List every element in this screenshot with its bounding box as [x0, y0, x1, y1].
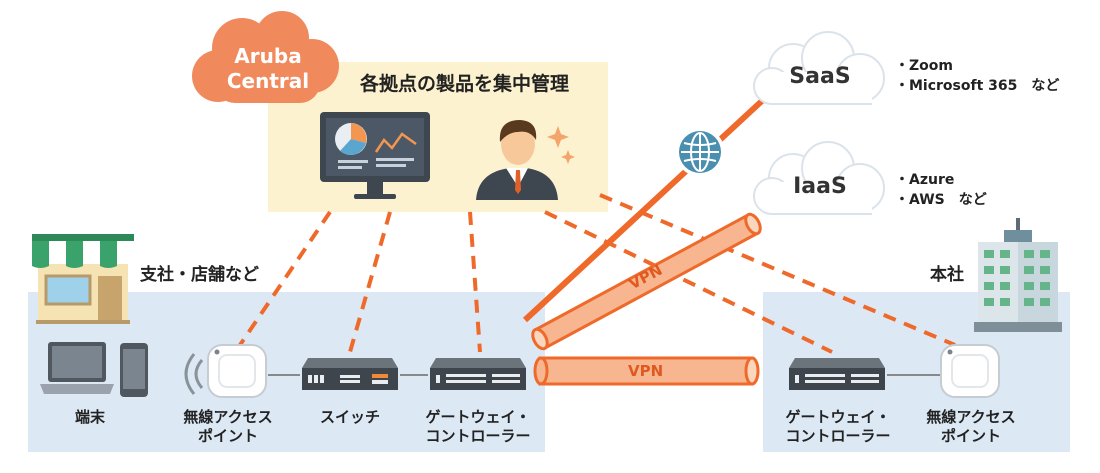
shop-icon — [32, 234, 134, 324]
mgmt-line-branch-gw — [468, 211, 482, 353]
hq-ap-line2: ポイント — [940, 427, 1001, 445]
aruba-central-cloud-icon — [192, 11, 339, 103]
aruba-central-label: Aruba Central — [213, 44, 323, 94]
iaas-bullet: ・AWS など — [895, 192, 987, 208]
hq-access-point-icon — [940, 344, 1000, 398]
mgmt-line-ap — [238, 210, 332, 347]
mgmt-line-hq-gw — [544, 210, 833, 354]
laptop-icon — [40, 342, 114, 394]
branch-gw-line2: コントローラー — [425, 427, 531, 445]
hq-ap-label: 無線アクセス ポイント — [908, 408, 1034, 446]
branch-ap-line2: ポイント — [197, 427, 258, 445]
iaas-bullet: ・Azure — [895, 172, 955, 188]
branch-gateway-icon — [430, 358, 526, 390]
aruba-line1: Aruba — [234, 44, 302, 68]
iaas-label: IaaS — [793, 174, 847, 199]
iaas-bullets: ・Azure ・AWS など — [895, 170, 987, 210]
saas-bullet: ・Zoom — [895, 58, 953, 74]
branch-wifi-signal-icon — [184, 353, 204, 395]
central-caption: 各拠点の製品を集中管理 — [360, 73, 570, 95]
globe-icon — [675, 127, 725, 177]
aruba-line2: Central — [226, 69, 310, 93]
saas-bullet: ・Microsoft 365 など — [895, 78, 1060, 94]
hq-gateway-icon — [789, 358, 885, 390]
hq-building-icon — [974, 218, 1062, 332]
hq-gw-line1: ゲートウェイ・ — [785, 408, 891, 426]
hq-gateway-label: ゲートウェイ・ コントローラー — [768, 408, 908, 446]
vpn-tunnel-lower — [533, 356, 760, 386]
dashboard-monitor-icon — [320, 112, 430, 199]
administrator-icon — [476, 120, 575, 200]
vpn-tunnel-upper — [531, 212, 762, 351]
internet-line — [522, 72, 793, 323]
saas-label: SaaS — [789, 64, 851, 89]
branch-access-point-icon — [207, 344, 267, 398]
saas-bullets: ・Zoom ・Microsoft 365 など — [895, 56, 1059, 96]
vpn-label-lower: VPN — [628, 362, 664, 380]
switch-icon — [302, 358, 398, 390]
branch-gw-line1: ゲートウェイ・ — [425, 408, 531, 426]
branch-ap-line1: 無線アクセス — [183, 408, 273, 426]
branch-title: 支社・店舗など — [140, 265, 259, 285]
hq-ap-line1: 無線アクセス — [926, 408, 1016, 426]
branch-gateway-label: ゲートウェイ・ コントローラー — [408, 408, 548, 446]
iaas-cloud-icon — [753, 141, 885, 215]
saas-cloud-icon — [753, 31, 885, 105]
hq-title: 本社 — [930, 265, 964, 285]
hq-gw-line2: コントローラー — [785, 427, 891, 445]
terminal-label: 端末 — [74, 408, 105, 426]
branch-ap-label: 無線アクセス ポイント — [168, 408, 288, 446]
smartphone-icon — [120, 343, 148, 397]
switch-label: スイッチ — [319, 408, 380, 426]
mgmt-line-switch — [348, 211, 392, 353]
